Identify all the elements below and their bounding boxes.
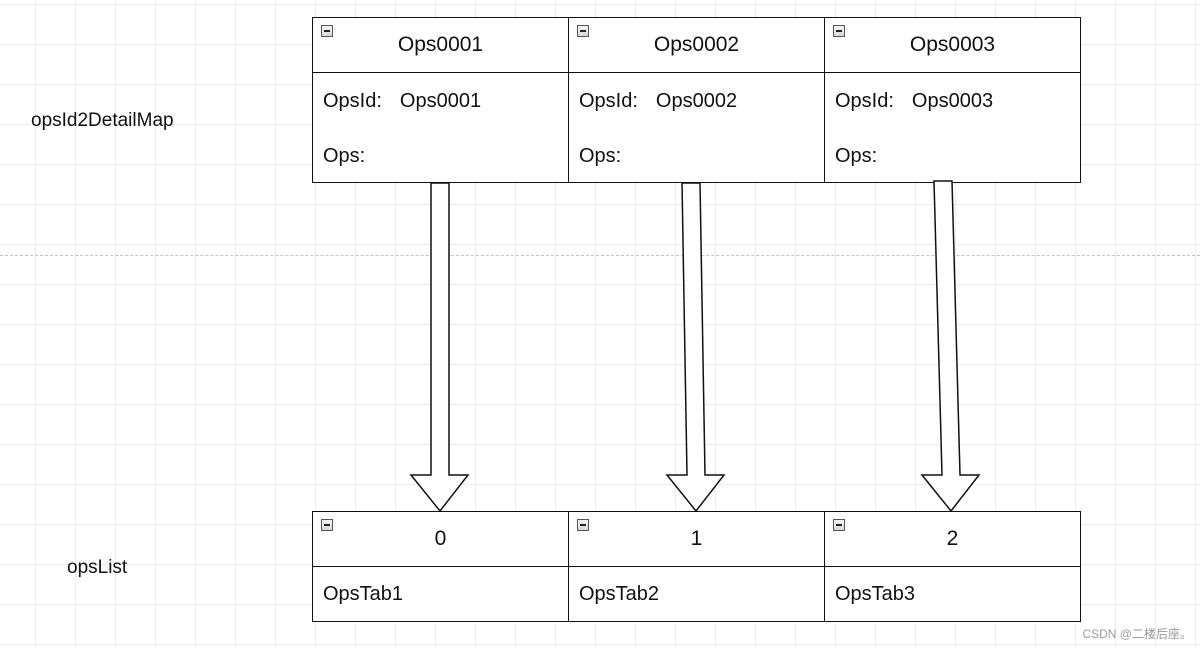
collapse-icon[interactable]	[321, 25, 333, 37]
collapse-icon[interactable]	[577, 25, 589, 37]
container-title: 2	[946, 527, 959, 550]
ops-field: Ops:	[579, 145, 621, 168]
list-label: opsList	[67, 557, 128, 578]
arrow-1[interactable]	[665, 182, 726, 513]
container-title: 1	[690, 527, 703, 550]
field-value: Ops0001	[399, 90, 482, 112]
container-header: Ops0003	[825, 18, 1080, 73]
field-key: Ops:	[579, 145, 622, 167]
container-header: 0	[313, 512, 568, 567]
map-entry-ops0001[interactable]: Ops0001 OpsId: Ops0001 Ops:	[312, 17, 569, 183]
collapse-icon[interactable]	[321, 519, 333, 531]
opsid-field: OpsId: Ops0002	[579, 90, 737, 113]
ops-field: Ops:	[835, 145, 877, 168]
field-key: OpsId:	[323, 90, 382, 112]
field-key: OpsId:	[835, 90, 894, 112]
container-title: Ops0003	[909, 33, 996, 56]
collapse-icon[interactable]	[833, 519, 845, 531]
tab-field: OpsTab1	[323, 583, 404, 605]
container-title: 0	[434, 527, 447, 550]
opsid-field: OpsId: Ops0001	[323, 90, 481, 113]
ops-field: Ops:	[323, 145, 365, 168]
watermark: CSDN @二楼后座。	[1082, 627, 1192, 641]
container-header: Ops0001	[313, 18, 568, 73]
opsid-field: OpsId: Ops0003	[835, 90, 993, 113]
collapse-icon[interactable]	[577, 519, 589, 531]
field-value: Ops0003	[911, 90, 994, 112]
arrow-2[interactable]	[920, 180, 981, 513]
list-entry-0[interactable]: 0 OpsTab1	[312, 511, 569, 622]
field-key: OpsId:	[579, 90, 638, 112]
map-entry-ops0002[interactable]: Ops0002 OpsId: Ops0002 Ops:	[568, 17, 825, 183]
arrow-0[interactable]	[409, 182, 470, 513]
field-key: Ops:	[835, 145, 878, 167]
container-header: Ops0002	[569, 18, 824, 73]
container-title: Ops0001	[397, 33, 484, 56]
map-entry-ops0003[interactable]: Ops0003 OpsId: Ops0003 Ops:	[824, 17, 1081, 183]
map-label: opsId2DetailMap	[31, 110, 174, 131]
list-entry-1[interactable]: 1 OpsTab2	[568, 511, 825, 622]
collapse-icon[interactable]	[833, 25, 845, 37]
dashed-separator	[0, 255, 1200, 256]
container-title: Ops0002	[653, 33, 740, 56]
tab-field: OpsTab3	[835, 583, 916, 605]
tab-field: OpsTab2	[579, 583, 660, 605]
container-header: 1	[569, 512, 824, 567]
field-key: Ops:	[323, 145, 366, 167]
container-header: 2	[825, 512, 1080, 567]
field-value: Ops0002	[655, 90, 738, 112]
list-entry-2[interactable]: 2 OpsTab3	[824, 511, 1081, 622]
